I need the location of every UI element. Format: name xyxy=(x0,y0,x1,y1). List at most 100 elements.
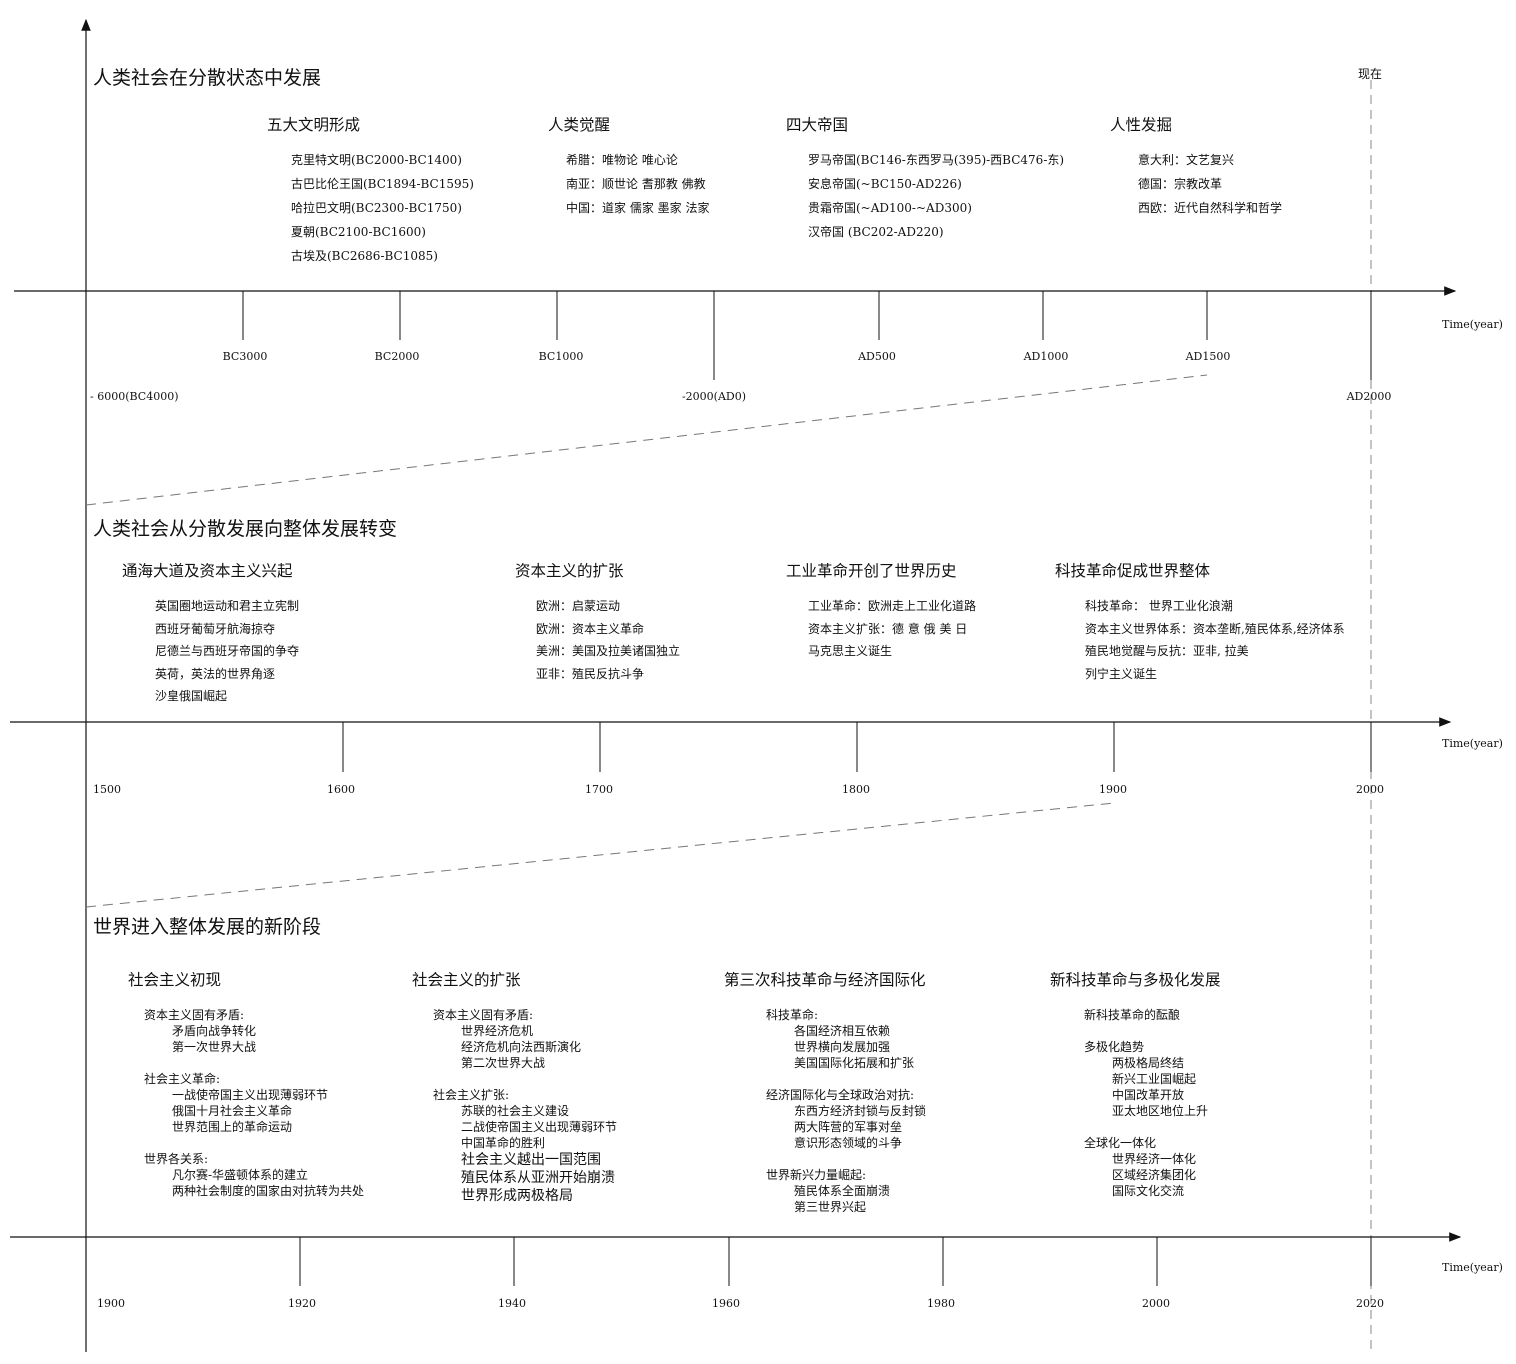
spacer xyxy=(144,1135,364,1151)
group-title: 工业革命开创了世界历史 xyxy=(786,562,957,580)
list-item: 矛盾向战争转化 xyxy=(172,1024,257,1038)
list-item: 殖民体系从亚洲开始崩溃 xyxy=(461,1170,615,1186)
list-item: 东西方经济封锁与反封锁 xyxy=(794,1104,927,1118)
list-item: 希腊：唯物论 唯心论 xyxy=(566,153,678,167)
list-item: 新兴工业国崛起 xyxy=(1112,1072,1197,1086)
list-item: 克里特文明(BC2000-BC1400) xyxy=(291,153,462,167)
list-item: 两大阵营的军事对垒 xyxy=(794,1120,903,1134)
group-list: 英国圈地运动和君主立宪制西班牙葡萄牙航海掠夺尼德兰与西班牙帝国的争夺英荷，英法的… xyxy=(155,595,299,708)
group-title: 社会主义初现 xyxy=(128,971,222,989)
list-item: 两极格局终结 xyxy=(1112,1056,1185,1070)
group-title: 通海大道及资本主义兴起 xyxy=(122,562,293,580)
spacer xyxy=(1084,1119,1208,1135)
list-item: 中国革命的胜利 xyxy=(461,1136,546,1150)
block-heading: 科技革命: xyxy=(766,1008,819,1022)
list-item: 欧洲：资本主义革命 xyxy=(536,621,645,636)
list-item: 美洲：美国及拉美诸国独立 xyxy=(536,644,681,658)
block-heading: 经济国际化与全球政治对抗: xyxy=(766,1088,915,1102)
block-heading: 世界新兴力量崛起: xyxy=(766,1168,867,1182)
list-item: 美国国际化拓展和扩张 xyxy=(794,1056,915,1070)
section-3-title: 世界进入整体发展的新阶段 xyxy=(93,916,322,938)
group-list: 克里特文明(BC2000-BC1400) 古巴比伦王国(BC1894-BC1595… xyxy=(291,148,474,268)
tick-label: 1960 xyxy=(712,1297,740,1310)
list-item: 俄国十月社会主义革命 xyxy=(172,1104,293,1118)
block-heading: 资本主义固有矛盾: xyxy=(144,1008,245,1022)
group-title: 科技革命促成世界整体 xyxy=(1055,562,1211,580)
group-title: 五大文明形成 xyxy=(267,116,361,134)
tick-label: 2000 xyxy=(1142,1297,1170,1310)
tick-label: AD500 xyxy=(858,350,896,363)
group-list: 欧洲：启蒙运动欧洲：资本主义革命美洲：美国及拉美诸国独立亚非：殖民反抗斗争 xyxy=(536,595,680,685)
axis-unit-label: Time(year) xyxy=(1442,318,1503,331)
section-2-title: 人类社会从分散发展向整体发展转变 xyxy=(93,518,398,540)
tick-label: AD1000 xyxy=(1023,350,1069,363)
list-item: 经济危机向法西斯演化 xyxy=(461,1040,582,1054)
group-title: 人性发掘 xyxy=(1110,116,1173,134)
axis-unit-label: Time(year) xyxy=(1442,1261,1503,1274)
group-title: 资本主义的扩张 xyxy=(515,562,624,580)
list-item: 各国经济相互依赖 xyxy=(794,1024,891,1038)
group-list: 科技革命： 世界工业化浪潮资本主义世界体系：资本垄断,殖民体系,经济体系殖民地觉… xyxy=(1085,595,1345,685)
axis-unit-label: Time(year) xyxy=(1442,737,1503,750)
list-item: 尼德兰与西班牙帝国的争夺 xyxy=(155,644,300,658)
block-heading: 世界各关系: xyxy=(144,1152,209,1166)
tick-label: 1980 xyxy=(927,1297,955,1310)
list-item: 世界经济一体化 xyxy=(1112,1152,1197,1166)
list-item: 工业革命：欧洲走上工业化道路 xyxy=(808,599,977,613)
list-item: 两种社会制度的国家由对抗转为共处 xyxy=(172,1184,365,1198)
list-item: 世界横向发展加强 xyxy=(794,1040,891,1054)
group-title: 新科技革命与多极化发展 xyxy=(1050,971,1221,989)
list-item: 意大利：文艺复兴 xyxy=(1138,153,1235,167)
spacer xyxy=(433,1071,617,1087)
block-heading: 社会主义扩张: xyxy=(433,1088,510,1102)
section-1-title: 人类社会在分散状态中发展 xyxy=(93,67,322,89)
list-item: 南亚：顺世论 耆那教 佛教 xyxy=(566,177,706,191)
group-title: 四大帝国 xyxy=(786,116,849,134)
tick-label: AD2000 xyxy=(1346,390,1392,403)
tick-label: 1900 xyxy=(1099,783,1127,796)
list-item: 世界经济危机 xyxy=(461,1024,534,1038)
tick-label: BC3000 xyxy=(222,350,268,363)
list-item: 德国：宗教改革 xyxy=(1138,177,1223,191)
list-item: 亚非：殖民反抗斗争 xyxy=(536,666,645,681)
group-list: 资本主义固有矛盾:世界经济危机经济危机向法西斯演化第二次世界大战社会主义扩张:苏… xyxy=(433,1007,617,1205)
list-item: 二战使帝国主义出现薄弱环节 xyxy=(461,1120,618,1134)
list-item: 一战使帝国主义出现薄弱环节 xyxy=(172,1088,329,1102)
tick-label: -2000(AD0) xyxy=(681,390,747,403)
list-item: 资本主义世界体系：资本垄断,殖民体系,经济体系 xyxy=(1085,621,1345,636)
tick-label: 1900 xyxy=(97,1297,125,1310)
block-heading: 新科技革命的酝酿 xyxy=(1084,1008,1181,1022)
block-heading: 资本主义固有矛盾: xyxy=(433,1008,534,1022)
tick-label: 1800 xyxy=(842,783,870,796)
group-list: 新科技革命的酝酿多极化趋势两极格局终结新兴工业国崛起中国改革开放亚太地区地位上升… xyxy=(1084,1007,1208,1199)
spacer xyxy=(766,1071,926,1087)
tick-label: 1600 xyxy=(327,783,355,796)
list-item: 第一次世界大战 xyxy=(172,1040,257,1054)
group-list: 工业革命：欧洲走上工业化道路资本主义扩张：德 意 俄 美 日马克思主义诞生 xyxy=(808,595,976,663)
list-item: 古埃及(BC2686-BC1085) xyxy=(291,249,438,263)
list-item: 凡尔赛-华盛顿体系的建立 xyxy=(172,1168,309,1182)
tick-label: 1500 xyxy=(93,783,121,796)
list-item: 英国圈地运动和君主立宪制 xyxy=(155,599,300,613)
spacer xyxy=(1084,1023,1208,1039)
now-label: 现在 xyxy=(1358,67,1383,81)
block-heading: 多极化趋势 xyxy=(1084,1040,1145,1054)
tick-label: 1940 xyxy=(498,1297,526,1310)
list-item: 夏朝(BC2100-BC1600) xyxy=(291,225,426,239)
list-item: 科技革命： 世界工业化浪潮 xyxy=(1085,599,1233,613)
list-item: 贵霜帝国(~AD100-~AD300) xyxy=(808,201,972,215)
list-item: 第二次世界大战 xyxy=(461,1056,546,1070)
group-list: 资本主义固有矛盾:矛盾向战争转化第一次世界大战社会主义革命:一战使帝国主义出现薄… xyxy=(144,1007,364,1199)
list-item: 古巴比伦王国(BC1894-BC1595) xyxy=(291,177,474,191)
list-item: 西欧：近代自然科学和哲学 xyxy=(1138,201,1283,215)
list-item: 殖民地觉醒与反抗：亚非, 拉美 xyxy=(1085,644,1249,658)
zoom-connector-1 xyxy=(85,374,1208,506)
group-title: 第三次科技革命与经济国际化 xyxy=(724,971,926,989)
tick-label: - 6000(BC4000) xyxy=(90,390,179,403)
group-list: 意大利：文艺复兴德国：宗教改革西欧：近代自然科学和哲学 xyxy=(1138,148,1282,220)
list-item: 亚太地区地位上升 xyxy=(1112,1104,1209,1118)
group-list: 希腊：唯物论 唯心论南亚：顺世论 耆那教 佛教中国：道家 儒家 墨家 法家 xyxy=(566,148,709,220)
group-list: 科技革命: 各国经济相互依赖世界横向发展加强美国国际化拓展和扩张经济国际化与全球政… xyxy=(766,1007,926,1215)
group-title: 社会主义的扩张 xyxy=(412,971,521,989)
